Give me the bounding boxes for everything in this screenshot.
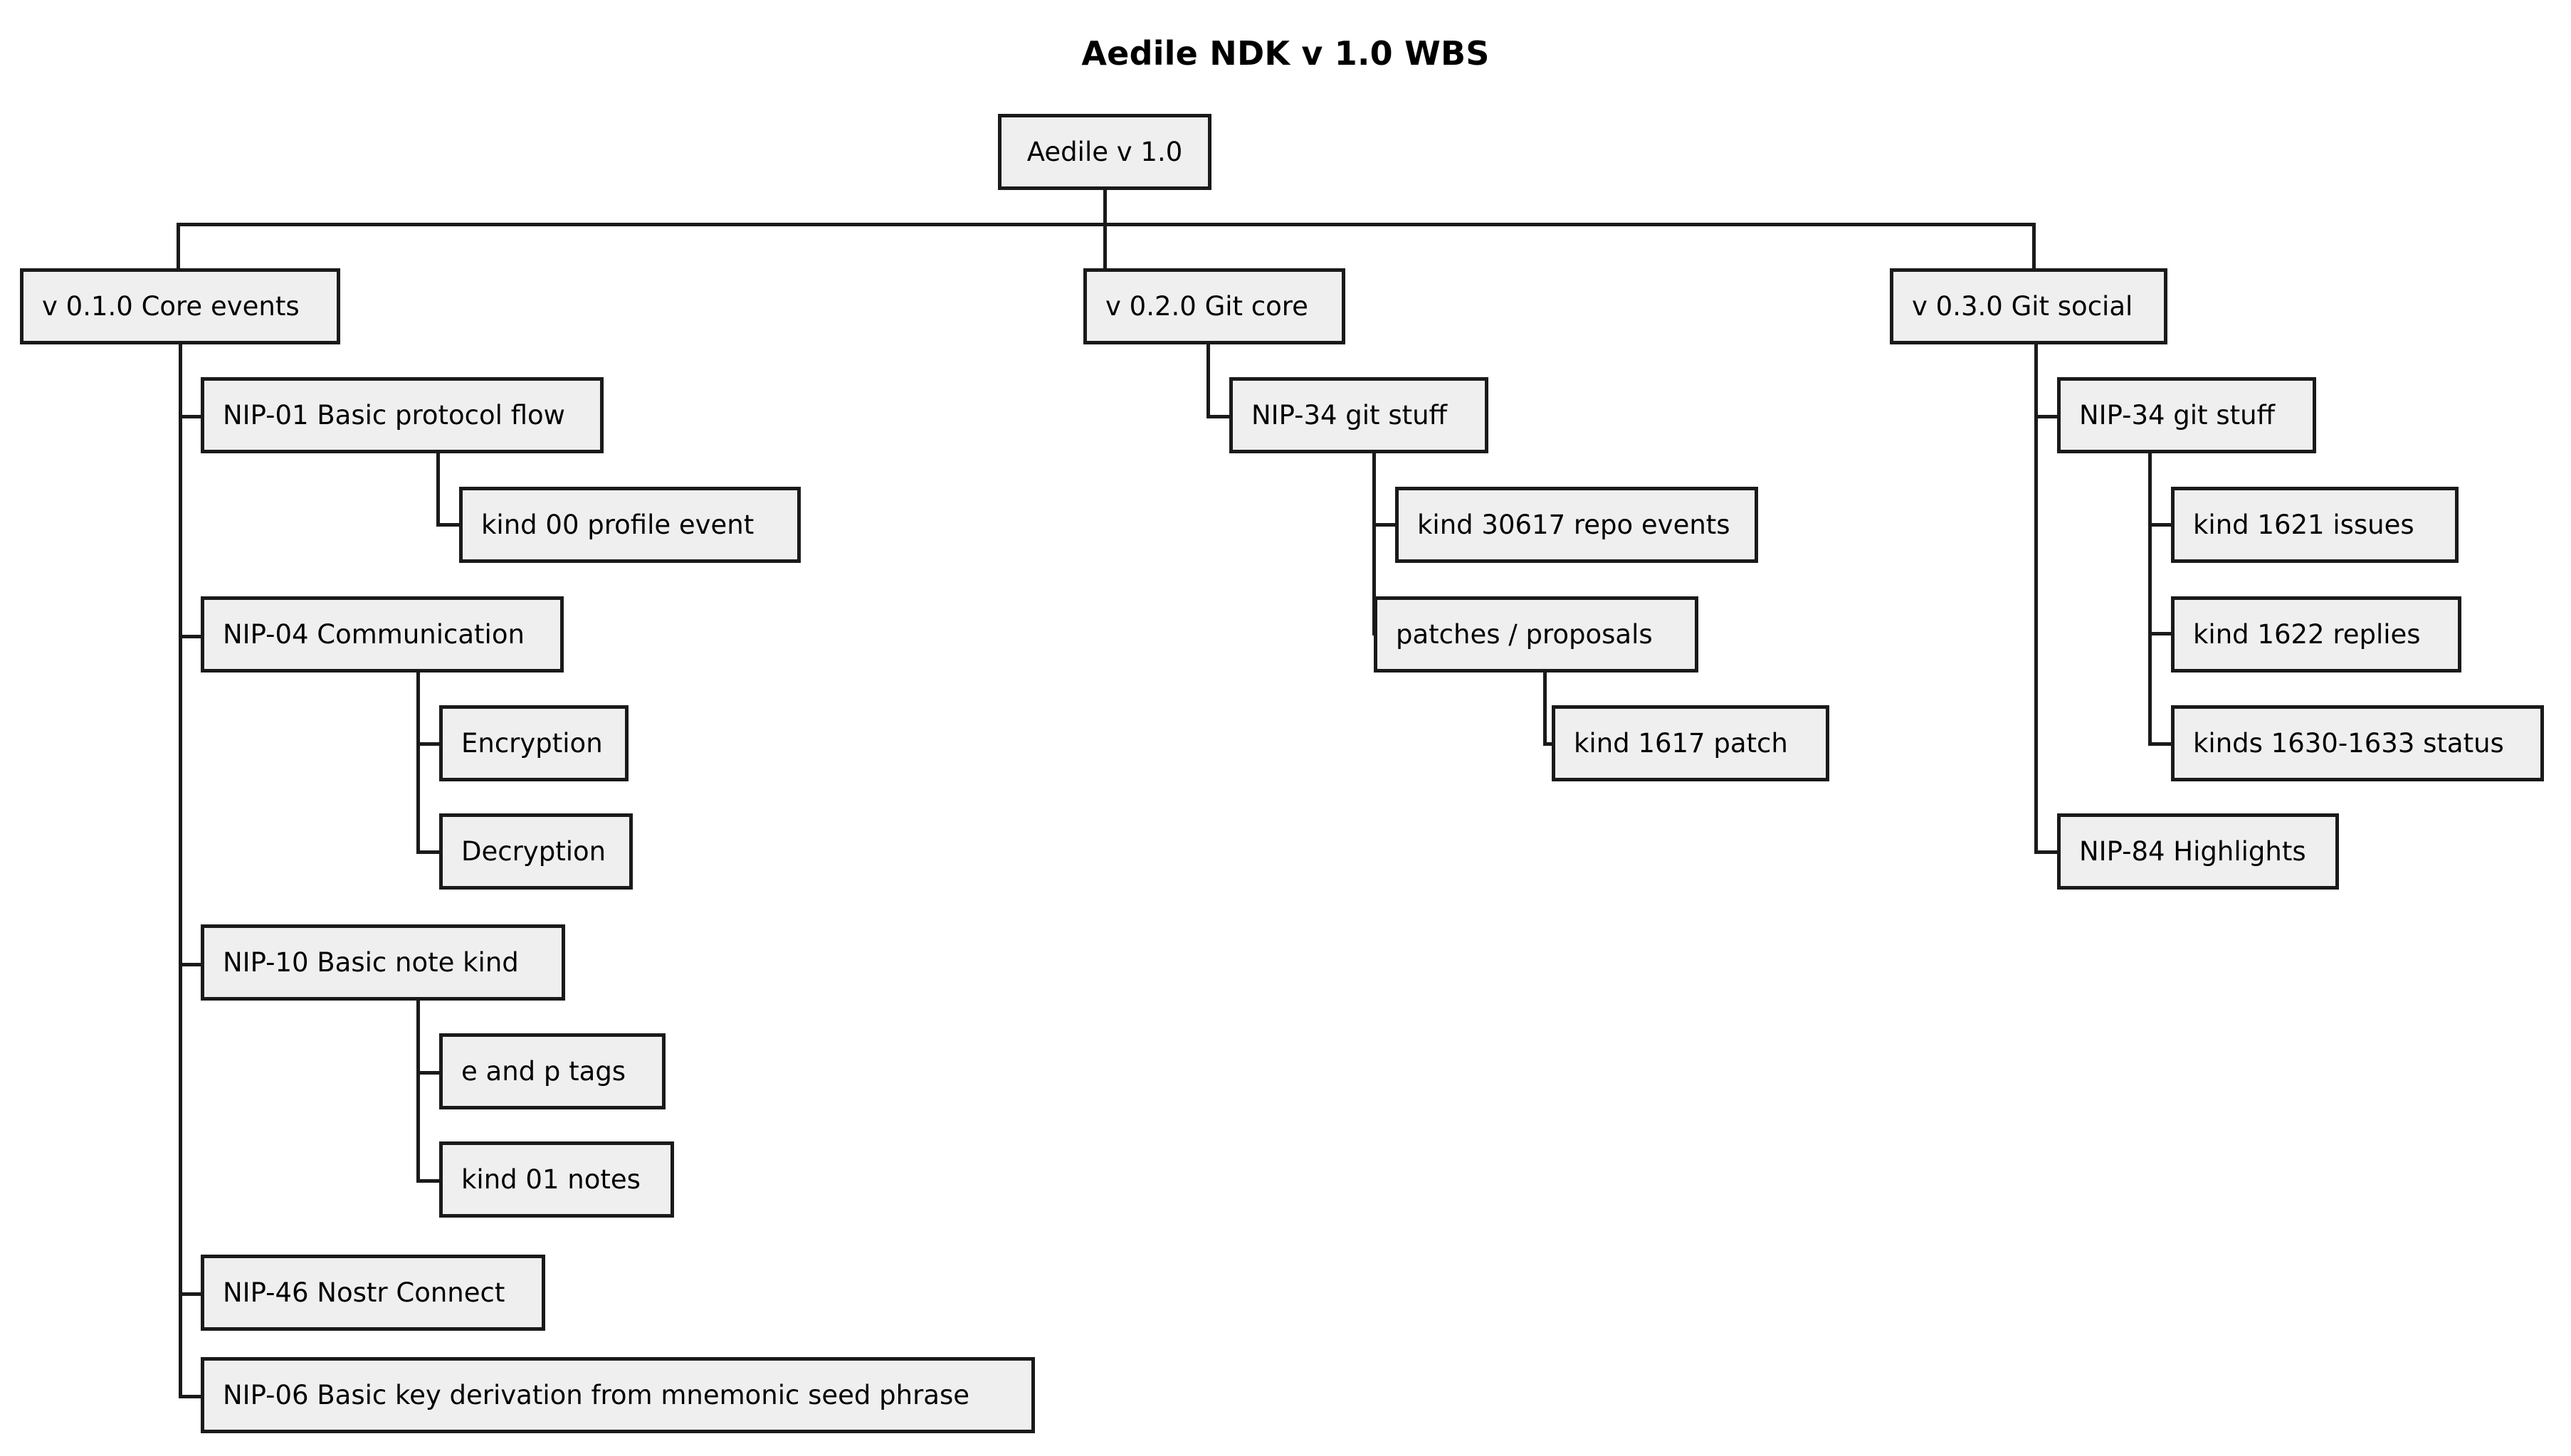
connector-trunk-v020 [1206,344,1210,415]
node-label: v 0.2.0 Git core [1105,291,1308,322]
connector-stub-nip34social [2034,415,2060,418]
node-kind1621[interactable]: kind 1621 issues [2171,487,2459,563]
connector-stub-nip34git [1206,415,1232,418]
node-label: v 0.3.0 Git social [1912,291,2133,322]
node-v020[interactable]: v 0.2.0 Git core [1083,268,1345,344]
node-kind1617[interactable]: kind 1617 patch [1552,705,1829,781]
connector-stub-kind00 [436,523,462,527]
connector-stub-eptags [416,1071,442,1075]
node-kind00[interactable]: kind 00 profile event [459,487,801,563]
connector-drop-v010 [177,223,180,268]
node-kind1622[interactable]: kind 1622 replies [2171,596,2461,672]
node-kind30617[interactable]: kind 30617 repo events [1395,487,1758,563]
connector-stub-nip10 [179,963,204,966]
connector-trunk-v030 [2034,344,2038,853]
connector-stub-nip01 [179,415,204,418]
node-nip10[interactable]: NIP-10 Basic note kind [201,924,565,1001]
connector-trunk-nip01 [436,453,440,525]
node-label: NIP-04 Communication [223,619,525,650]
connector-drop-v030 [2032,223,2036,268]
connector-trunk-patches [1543,672,1547,746]
node-label: Aedile v 1.0 [1026,137,1183,167]
connector-stub-kind1622 [2148,632,2174,635]
connector-stub-kind1621 [2148,523,2174,527]
node-label: kind 1622 replies [2193,619,2421,650]
node-label: NIP-34 git stuff [1251,400,1448,431]
node-root[interactable]: Aedile v 1.0 [998,114,1211,190]
node-nip34-git-social[interactable]: NIP-34 git stuff [2057,377,2316,453]
connector-drop-v020 [1103,223,1107,268]
node-label: Encryption [461,728,603,759]
node-label: kind 1621 issues [2193,510,2414,540]
connector-stub-nip04 [179,635,204,638]
node-kind01[interactable]: kind 01 notes [439,1141,674,1218]
connector-stub-kind30617 [1372,523,1398,527]
connector-stub-encryption [416,742,442,746]
node-label: e and p tags [461,1056,626,1087]
connector-trunk-nip34git [1372,453,1376,635]
connector-stub-decryption [416,850,442,854]
node-nip01[interactable]: NIP-01 Basic protocol flow [201,377,604,453]
connector-trunk-nip34social [2148,453,2152,744]
connector-trunk-nip10 [416,1001,420,1182]
node-v030[interactable]: v 0.3.0 Git social [1890,268,2167,344]
node-label: NIP-34 git stuff [2079,400,2276,431]
node-eptags[interactable]: e and p tags [439,1033,666,1109]
node-kinds1630-1633[interactable]: kinds 1630-1633 status [2171,705,2544,781]
node-label: kind 1617 patch [1574,728,1788,759]
node-label: NIP-06 Basic key derivation from mnemoni… [223,1380,970,1410]
diagram-title: Aedile NDK v 1.0 WBS [1081,34,1490,73]
node-decryption[interactable]: Decryption [439,813,633,890]
node-label: v 0.1.0 Core events [42,291,300,322]
connector-stub-nip46 [179,1292,204,1296]
node-label: kinds 1630-1633 status [2193,728,2504,759]
node-label: Decryption [461,836,606,867]
node-label: patches / proposals [1396,619,1653,650]
node-label: kind 00 profile event [481,510,755,540]
node-label: kind 30617 repo events [1417,510,1730,540]
node-nip46[interactable]: NIP-46 Nostr Connect [201,1255,545,1331]
connector-trunk-v010 [179,344,182,1396]
connector-stub-nip84 [2034,850,2060,854]
node-encryption[interactable]: Encryption [439,705,629,781]
node-nip04[interactable]: NIP-04 Communication [201,596,564,672]
node-nip84[interactable]: NIP-84 Highlights [2057,813,2339,890]
node-label: NIP-84 Highlights [2079,836,2306,867]
node-label: NIP-01 Basic protocol flow [223,400,565,431]
node-label: NIP-10 Basic note kind [223,947,519,978]
node-label: kind 01 notes [461,1164,641,1195]
connector-stub-kinds1630 [2148,742,2174,746]
node-nip34-git-core[interactable]: NIP-34 git stuff [1229,377,1488,453]
node-patches[interactable]: patches / proposals [1374,596,1698,672]
node-label: NIP-46 Nostr Connect [223,1277,505,1308]
connector-stub-kind01 [416,1179,442,1183]
connector-trunk-nip04 [416,672,420,854]
node-v010[interactable]: v 0.1.0 Core events [20,268,340,344]
connector-stub-nip06 [179,1395,204,1398]
node-nip06[interactable]: NIP-06 Basic key derivation from mnemoni… [201,1357,1035,1433]
connector-root-stem [1103,190,1107,224]
